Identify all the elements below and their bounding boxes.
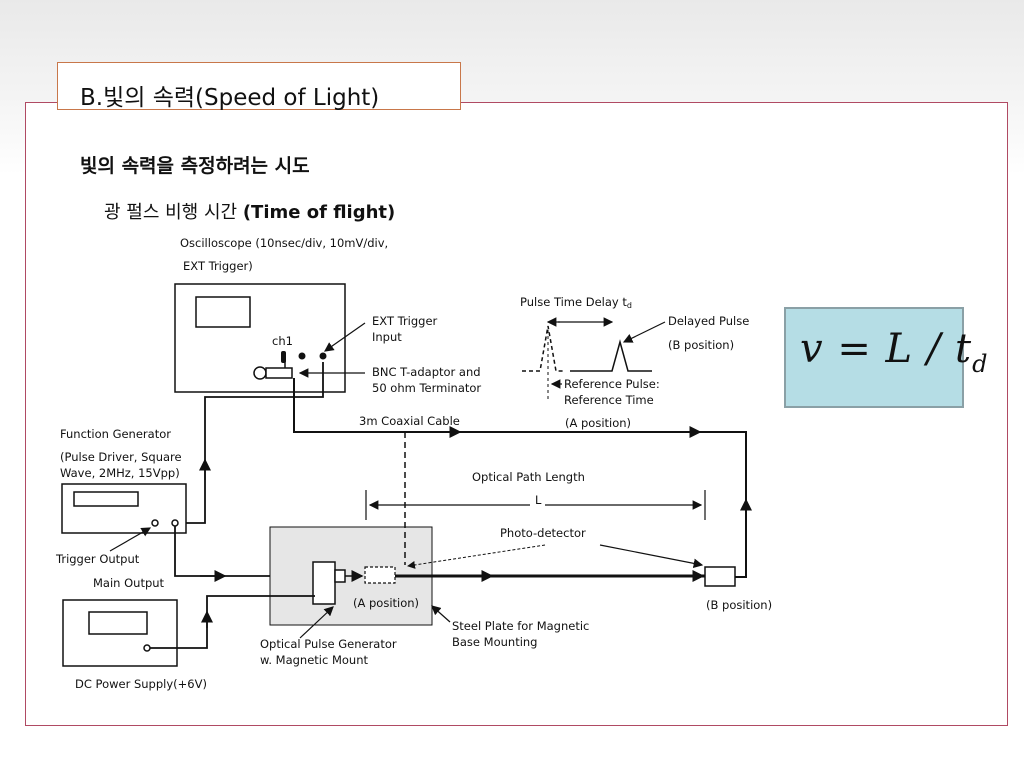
oscilloscope-label-2: EXT Trigger) [183,259,253,273]
trigger-output-label: Trigger Output [55,552,140,566]
b-position-detector [704,566,736,587]
a-position-detector [364,566,396,584]
slide-heading: 빛의 속력을 측정하려는 시도 [80,155,310,177]
reference-time-label: Reference Time [564,393,654,407]
slide-title: B.빛의 속력(Speed of Light) [80,85,380,111]
formula-subscript: d [972,350,989,378]
function-generator-spec: (Pulse Driver, Square [60,450,182,464]
delayed-pulse-position: (B position) [668,338,734,352]
bnc-label: BNC T-adaptor and [372,365,481,379]
ext-trigger-label-2: Input [372,330,402,344]
photo-detector-label: Photo-detector [500,526,586,540]
dc-power-label: DC Power Supply(+6V) [75,677,207,691]
subheading-korean: 광 펄스 비행 시간 [104,202,238,223]
emitter-nozzle [334,569,346,583]
pulse-delay-label: Pulse Time Delay td [520,295,632,310]
ch1-label: ch1 [272,334,293,348]
main-output-port [171,519,179,527]
optical-pulse-generator-label: Optical Pulse Generator [260,637,397,651]
dc-output-port [143,644,151,652]
optical-path-label: Optical Path Length [472,470,585,484]
slide-subheading: 광 펄스 비행 시간 (Time of flight) [104,198,395,224]
bnc-t-adaptor [265,367,293,379]
reference-position-label: (A position) [565,416,631,430]
ext-trigger-port [298,352,306,360]
speed-formula: v = L / td [800,326,988,378]
ext-input-port [319,352,327,360]
optical-pulse-generator-label-2: w. Magnetic Mount [260,653,369,667]
reference-pulse-label: Reference Pulse: [564,377,660,391]
path-length-symbol: L [535,493,542,507]
oscilloscope-screen [195,296,251,328]
main-output-label: Main Output [93,576,165,590]
title-tab [57,62,461,110]
steel-plate-label-2: Base Mounting [452,635,538,649]
oscilloscope-label: Oscilloscope (10nsec/div, 10mV/div, [180,236,388,250]
formula-main: v = L / t [800,326,973,372]
bnc-terminator-icon [253,366,267,380]
function-generator-spec-2: Wave, 2MHz, 15Vpp) [60,466,180,480]
coax-label: 3m Coaxial Cable [359,414,460,428]
subheading-english: (Time of flight) [242,202,396,223]
dc-power-display [88,611,148,635]
bnc-label-2: 50 ohm Terminator [372,381,481,395]
delayed-pulse-label: Delayed Pulse [668,314,749,328]
function-generator-label: Function Generator [60,427,171,441]
ch1-connector [281,351,286,363]
ext-trigger-label: EXT Trigger [372,314,438,328]
content-frame [25,102,1008,726]
b-position-label: (B position) [706,598,772,612]
formula-box [784,307,964,408]
a-position-label: (A position) [353,596,419,610]
trigger-output-port [151,519,159,527]
optical-pulse-generator [312,561,336,605]
steel-plate-label: Steel Plate for Magnetic [452,619,589,633]
function-generator-display [73,491,139,507]
